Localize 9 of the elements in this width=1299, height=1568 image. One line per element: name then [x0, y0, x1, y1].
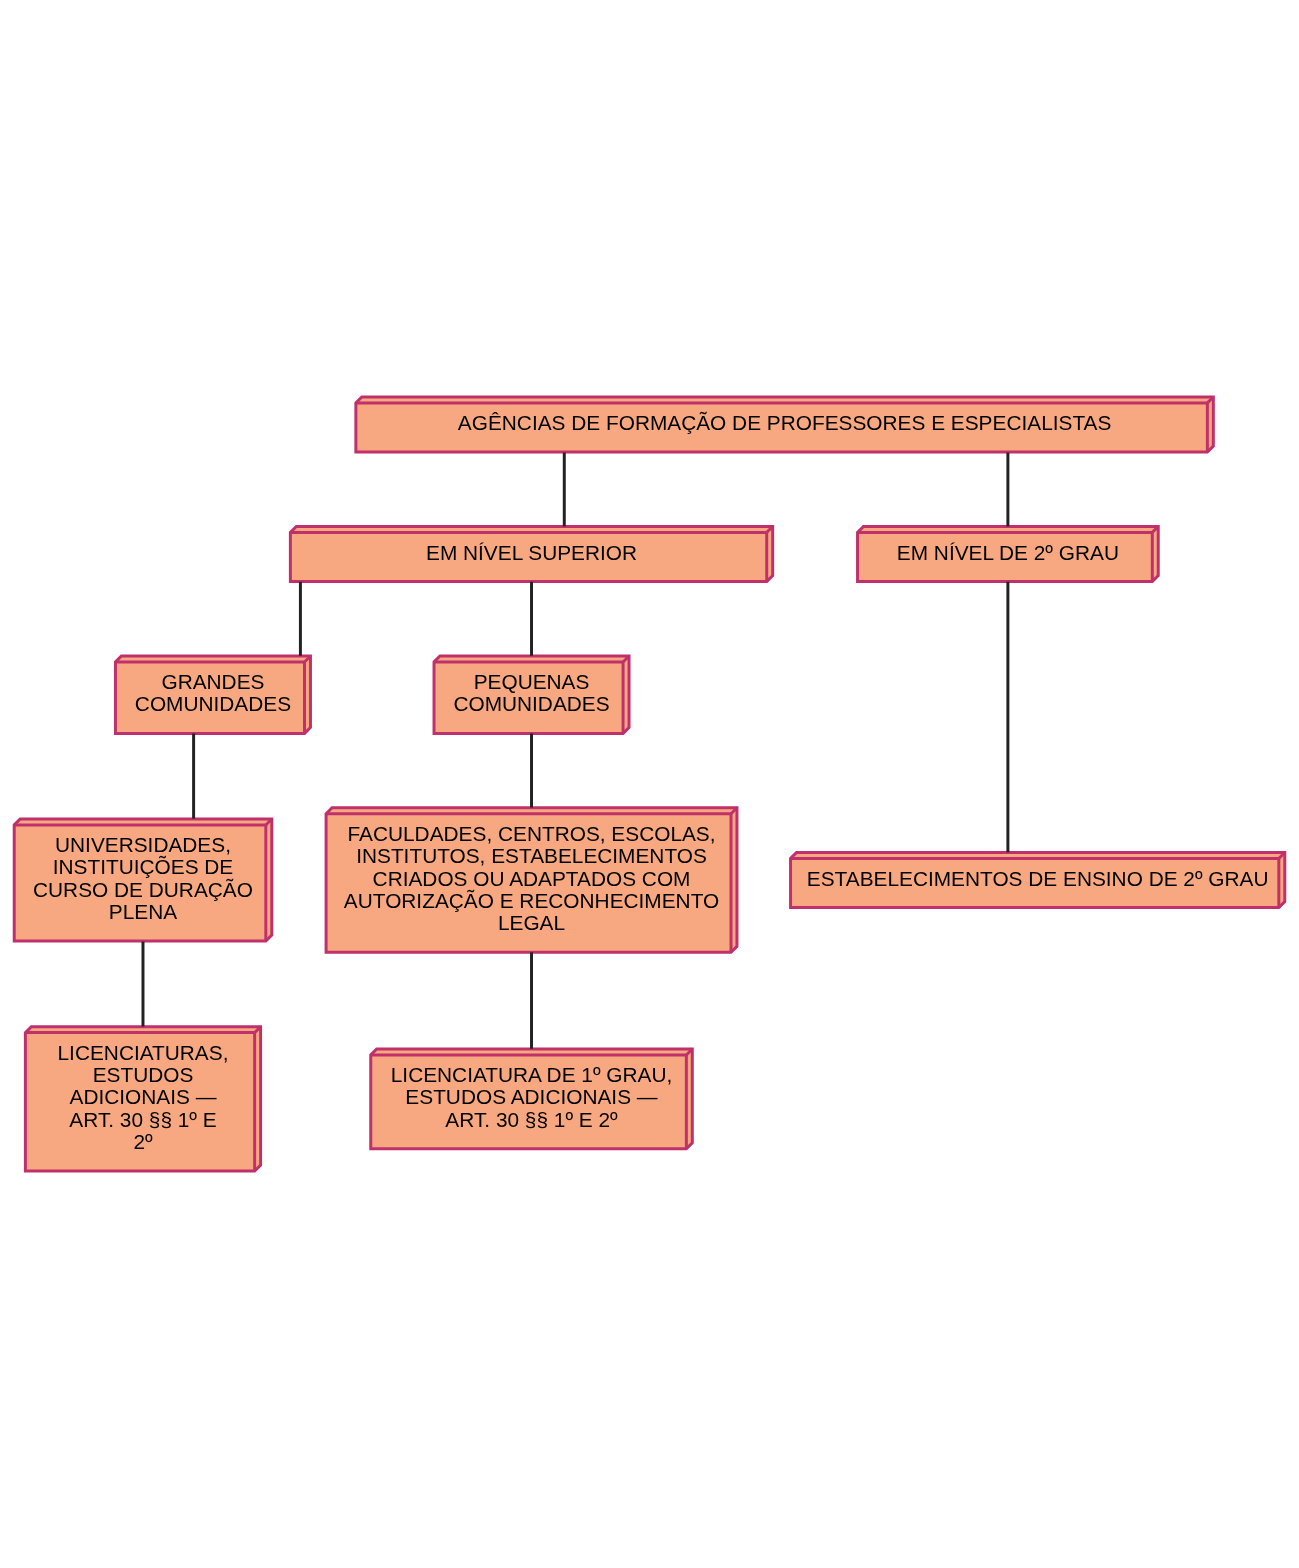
connector	[192, 733, 196, 819]
connector	[1006, 452, 1010, 527]
connector	[562, 452, 566, 527]
connector	[530, 952, 533, 1049]
connector	[1006, 581, 1010, 853]
connector	[530, 581, 533, 656]
connector	[530, 733, 533, 808]
connector	[298, 581, 302, 656]
connector	[141, 941, 145, 1027]
